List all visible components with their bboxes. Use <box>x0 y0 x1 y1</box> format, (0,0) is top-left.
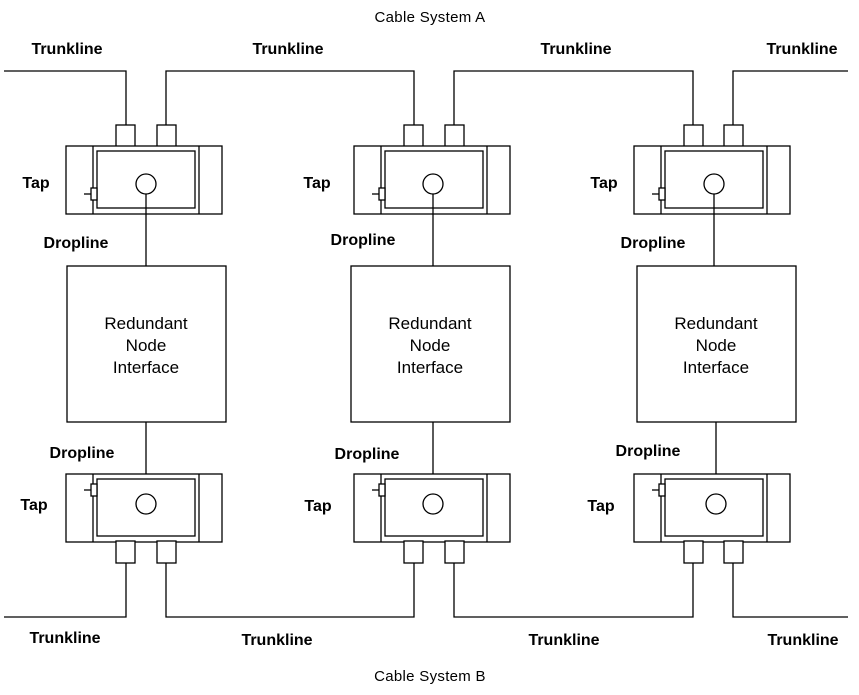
trunkline-label-a2: Trunkline <box>252 41 323 58</box>
trunkline-a <box>4 70 848 125</box>
node-middle-line3: Interface <box>397 358 463 377</box>
dropline-label-top-left: Dropline <box>44 235 109 252</box>
title-cable-system-b: Cable System B <box>374 668 486 685</box>
tap-label-bottom-right: Tap <box>587 498 614 515</box>
dropline-label-bottom-left: Dropline <box>50 445 115 462</box>
title-cable-system-a: Cable System A <box>375 9 486 26</box>
dropline-label-bottom-middle: Dropline <box>335 446 400 463</box>
tap-bottom-left <box>65 473 223 564</box>
node-middle-line2: Node <box>410 336 451 355</box>
node-right-line2: Node <box>696 336 737 355</box>
trunkline-label-a4: Trunkline <box>766 41 837 58</box>
node-interface-middle: Redundant Node Interface <box>350 265 511 423</box>
node-left-line3: Interface <box>113 358 179 377</box>
tap-top-left <box>65 124 223 215</box>
tap-label-bottom-middle: Tap <box>304 498 331 515</box>
trunkline-label-b1: Trunkline <box>29 630 100 647</box>
node-interface-left: Redundant Node Interface <box>66 265 227 423</box>
tap-top-right <box>633 124 791 215</box>
tap-bottom-right <box>633 473 791 564</box>
node-right-line3: Interface <box>683 358 749 377</box>
tap-label-top-left: Tap <box>22 175 49 192</box>
node-left-line1: Redundant <box>104 314 187 333</box>
node-interface-right: Redundant Node Interface <box>636 265 797 423</box>
dropline-label-bottom-right: Dropline <box>616 443 681 460</box>
node-right-line1: Redundant <box>674 314 757 333</box>
trunkline-label-a3: Trunkline <box>540 41 611 58</box>
tap-bottom-middle <box>353 473 511 564</box>
node-middle-line1: Redundant <box>388 314 471 333</box>
dropline-label-top-right: Dropline <box>621 235 686 252</box>
tap-label-top-right: Tap <box>590 175 617 192</box>
dropline-label-top-middle: Dropline <box>331 232 396 249</box>
tap-label-bottom-left: Tap <box>20 497 47 514</box>
trunkline-label-b3: Trunkline <box>528 632 599 649</box>
tap-label-top-middle: Tap <box>303 175 330 192</box>
trunkline-label-a1: Trunkline <box>31 41 102 58</box>
tap-top-middle <box>353 124 511 215</box>
trunkline-label-b4: Trunkline <box>767 632 838 649</box>
trunkline-b <box>4 563 848 618</box>
trunkline-label-b2: Trunkline <box>241 632 312 649</box>
node-left-line2: Node <box>126 336 167 355</box>
